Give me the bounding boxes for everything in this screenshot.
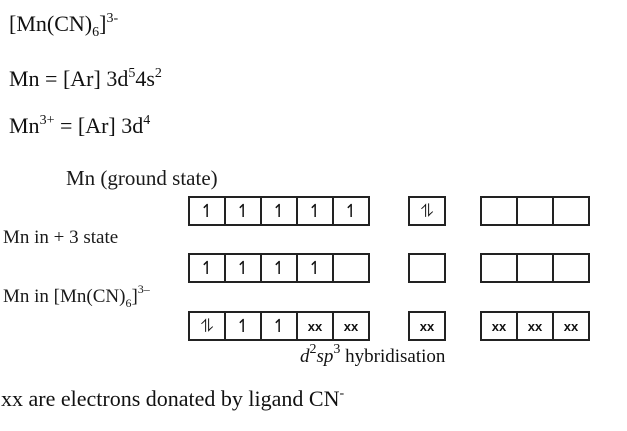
orbital-group-p	[480, 253, 590, 283]
complex-state-label: Mn in [Mn(CN)6]3–	[3, 282, 150, 310]
orbital-box: xx	[408, 311, 446, 341]
orbital-box: ↿	[260, 311, 298, 341]
orbital-box	[480, 253, 518, 283]
orbital-box: ⥮	[408, 196, 446, 226]
orbital-box	[408, 253, 446, 283]
orbital-group-p	[480, 196, 590, 226]
orbital-box: xx	[480, 311, 518, 341]
plus3-state-label: Mn in + 3 state	[3, 227, 119, 248]
orbital-box	[516, 253, 554, 283]
orbital-box: xx	[516, 311, 554, 341]
orbital-box: ↿	[332, 196, 370, 226]
orbital-group-s: ⥮	[408, 196, 446, 226]
orbital-box: ↿	[224, 311, 262, 341]
orbital-box: ↿	[260, 253, 298, 283]
hybridisation-label: d2sp3 hybridisation	[300, 342, 446, 368]
orbital-box: xx	[296, 311, 334, 341]
orbital-group-d: ↿↿↿↿	[188, 253, 370, 283]
orbital-box	[332, 253, 370, 283]
mn3-electron-config: Mn3+ = [Ar] 3d4	[9, 113, 151, 138]
footnote: xx are electrons donated by ligand CN-	[1, 386, 345, 411]
orbital-group-s	[408, 253, 446, 283]
orbital-box: ↿	[260, 196, 298, 226]
orbital-group-d: ↿↿↿↿↿	[188, 196, 370, 226]
orbital-box: ↿	[224, 196, 262, 226]
orbital-box	[480, 196, 518, 226]
ground-state-heading: Mn (ground state)	[66, 166, 218, 190]
orbital-box	[552, 196, 590, 226]
orbital-box: ⥮	[188, 311, 226, 341]
orbital-box: ↿	[224, 253, 262, 283]
orbital-box: xx	[332, 311, 370, 341]
orbital-box: ↿	[188, 196, 226, 226]
orbital-box: xx	[552, 311, 590, 341]
orbital-box	[552, 253, 590, 283]
mn-electron-config: Mn = [Ar] 3d54s2	[9, 66, 162, 91]
complex-formula: [Mn(CN)6]3-	[9, 11, 119, 40]
orbital-box: ↿	[296, 196, 334, 226]
orbital-group-s: xx	[408, 311, 446, 341]
orbital-box	[516, 196, 554, 226]
orbital-box: ↿	[296, 253, 334, 283]
orbital-box: ↿	[188, 253, 226, 283]
